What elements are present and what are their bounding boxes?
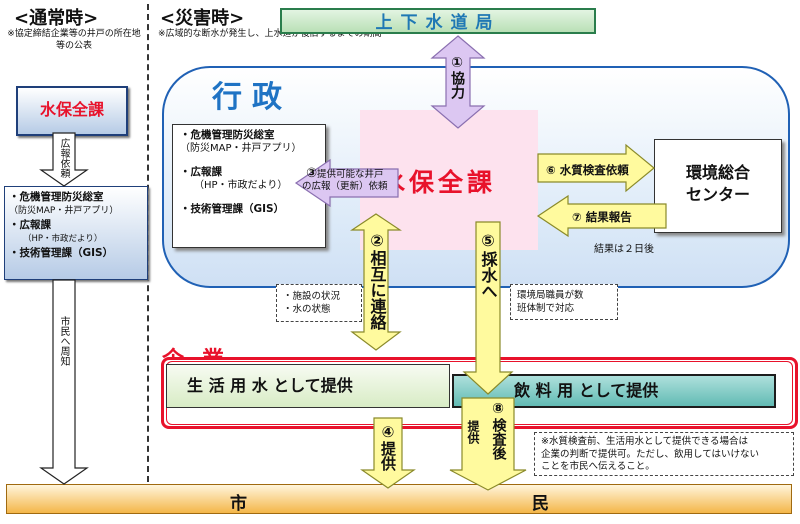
- left-crisis-office: ・危機管理防災総室: [9, 191, 104, 203]
- left-pr-section-tools: （HP・市政だより）: [23, 234, 103, 244]
- publicity-request-line2: の広報（更新）依頼: [302, 181, 388, 192]
- citizens-label-left: 市: [230, 494, 247, 514]
- after-test-number: ⑧: [492, 401, 504, 417]
- staff-note: 環境局職員が数 班体制で対応: [510, 284, 618, 320]
- left-tech-section: ・技術管理課（GIS）: [9, 247, 114, 259]
- water-bureau-box: 上下水道局: [280, 8, 596, 34]
- left-departments-box: ・危機管理防災総室 （防災MAP・井戸アプリ） ・広報課 （HP・市政だより） …: [4, 186, 148, 280]
- environment-center-line2: センター: [685, 185, 750, 204]
- pr-request-arrow: [39, 132, 89, 187]
- life-water-box: 生 活 用 水 として提供: [166, 364, 450, 408]
- disaster-time-title: <災害時>: [160, 8, 245, 29]
- mutual-contact-arrow: [350, 213, 402, 351]
- after-test-arrow: [449, 397, 527, 491]
- bottom-note-line3: ことを市民へ伝えること。: [541, 461, 655, 472]
- provide-label: ④ 提供: [378, 424, 398, 471]
- normal-time-title: <通常時>: [14, 8, 99, 29]
- left-crisis-office-tools: （防災MAP・井戸アプリ）: [9, 206, 119, 216]
- mutual-contact-text: 相互に連絡: [367, 250, 387, 330]
- environment-center-box: 環境総合 センター: [654, 139, 782, 233]
- citizens-bar: [6, 484, 792, 514]
- provide-arrow: [360, 417, 416, 489]
- staff-note-line1: 環境局職員が数: [517, 290, 584, 301]
- tech-section: ・技術管理課（GIS）: [180, 203, 285, 215]
- test-request-label: ⑥ 水質検査依頼: [546, 163, 629, 177]
- facility-status-note: ・施設の状況 ・水の状態: [276, 284, 362, 322]
- left-pr-section: ・広報課: [9, 219, 51, 231]
- publicity-request-label: ③提供可能な井戸 の広報（更新）依頼: [302, 166, 388, 193]
- disaster-time-note: ※広域的な断水が発生し、上水道が復旧するまでの期間: [158, 29, 382, 39]
- pr-section: ・広報課: [180, 166, 222, 178]
- notify-citizens-arrow: [39, 279, 89, 485]
- departments-box: ・危機管理防災総室 （防災MAP・井戸アプリ） ・広報課 （HP・市政だより） …: [172, 124, 326, 248]
- administration-title: 行政: [212, 80, 292, 115]
- provide-number: ④: [381, 423, 395, 441]
- after-test-text: 検査後: [490, 418, 507, 460]
- bottom-note: ※水質検査前、生活用水として提供できる場合は 企業の判断で提供可。ただし、飲用し…: [534, 432, 794, 476]
- sampling-arrow: [462, 221, 514, 395]
- sampling-number: ⑤: [481, 231, 495, 250]
- crisis-office: ・危機管理防災総室: [180, 129, 275, 141]
- bottom-note-line2: 企業の判断で提供可。ただし、飲用してはいけない: [541, 448, 760, 460]
- cooperation-arrow: [430, 35, 486, 129]
- pr-section-tools: （HP・市政だより）: [194, 180, 288, 191]
- notify-citizens-label: 市民へ周知: [58, 316, 69, 366]
- sampling-label: ⑤ 採水へ: [478, 232, 498, 299]
- cooperation-text: 協力: [449, 71, 465, 99]
- left-water-section-label: 水保全課: [39, 100, 104, 119]
- water-state-line: ・水の状態: [283, 304, 331, 315]
- cooperation-number: ①: [451, 55, 463, 71]
- facility-status-line: ・施設の状況: [283, 291, 341, 302]
- environment-center-line1: 環境総合: [685, 163, 750, 182]
- staff-note-line2: 班体制で対応: [517, 303, 575, 314]
- mutual-contact-label: ② 相互に連絡: [367, 232, 387, 330]
- test-request-arrow: [537, 143, 655, 193]
- normal-disaster-separator: [147, 4, 149, 482]
- result-report-label: ⑦ 結果報告: [572, 210, 632, 224]
- citizens-label-right: 民: [532, 494, 549, 514]
- publicity-request-line1: 提供可能な井戸: [317, 169, 384, 180]
- bottom-note-line1: ※水質検査前、生活用水として提供できる場合は: [541, 436, 748, 447]
- mutual-contact-number: ②: [370, 231, 384, 250]
- cooperation-label: ① 協力: [449, 55, 465, 99]
- water-section-title: 水保全課: [380, 168, 497, 197]
- after-test-label: ⑧ 検査後: [488, 401, 508, 461]
- sampling-text: 採水へ: [478, 251, 498, 299]
- provide-text: 提供: [379, 441, 397, 471]
- pr-request-label: 広報依頼: [58, 138, 69, 178]
- publicity-request-arrow: [294, 158, 399, 208]
- result-report-arrow: [536, 194, 667, 238]
- after-test-provide-text: 提供: [466, 420, 480, 444]
- result-days-note: 結果は２日後: [594, 244, 654, 255]
- crisis-office-tools: （防災MAP・井戸アプリ）: [180, 143, 302, 154]
- left-water-section-box: 水保全課: [16, 86, 128, 136]
- publicity-request-number: ③: [306, 166, 318, 181]
- normal-time-note: ※協定締結企業等の井戸の所在地等の公表: [7, 29, 141, 51]
